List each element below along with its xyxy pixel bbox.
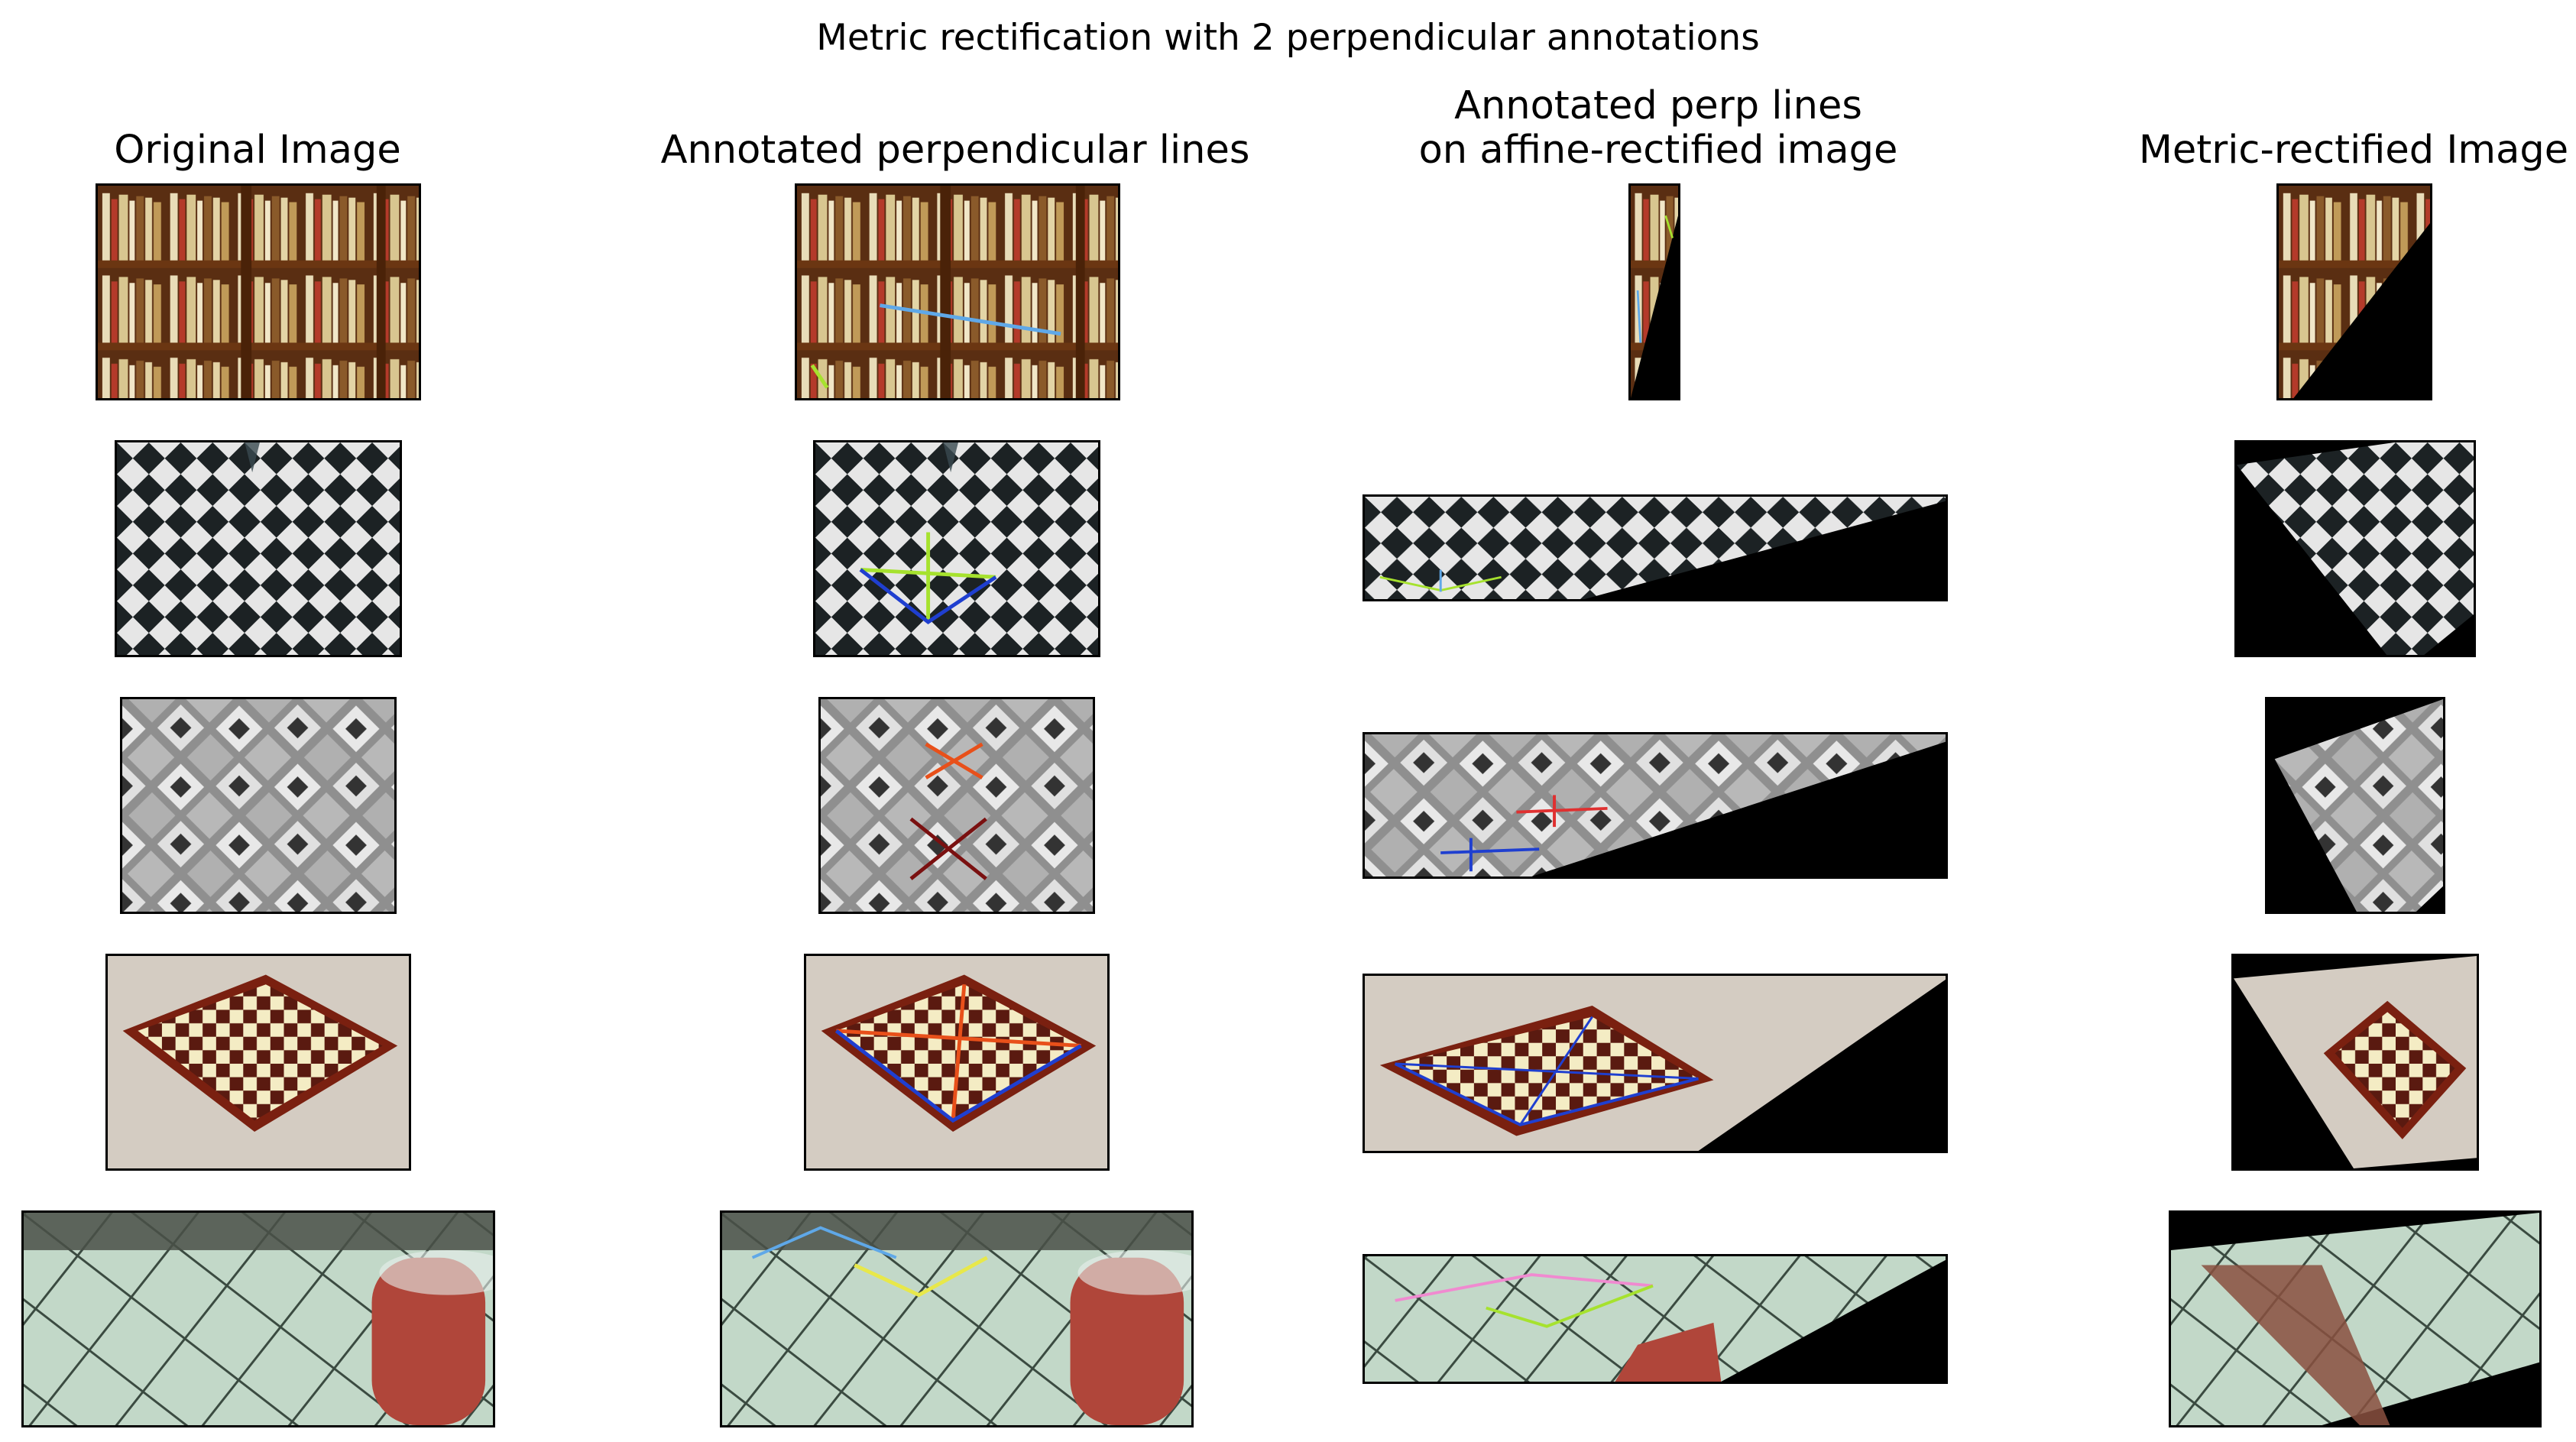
- figure-suptitle: Metric rectification with 2 perpendicula…: [816, 17, 1760, 59]
- panel-metric-diamond: [2265, 697, 2445, 914]
- panel-original-chessboard: [105, 954, 411, 1171]
- image-checkerboard-affine: [1365, 497, 1946, 599]
- panel-annotated-checkerboard: [813, 440, 1100, 657]
- annotation-line-blue: [880, 303, 1061, 336]
- panel-original-diamond-tiles: [120, 697, 397, 914]
- panel-metric-tile-table: [2169, 1210, 2542, 1427]
- image-chessboard-metric: [2234, 956, 2477, 1168]
- panel-affine-diamond: [1363, 732, 1948, 879]
- image-diamond-tile-floor: [122, 699, 394, 912]
- image-diamond-affine: [1365, 734, 1946, 877]
- image-tile-table-affine: [1365, 1256, 1946, 1382]
- panel-annotated-diamond: [818, 697, 1095, 914]
- panel-original-bookshelf: [96, 183, 421, 400]
- image-diamond-annotated: [821, 699, 1093, 912]
- panel-affine-chessboard: [1363, 974, 1948, 1153]
- annotation-line-orange-2: [951, 983, 967, 1121]
- annotation-line-orange-2: [925, 742, 983, 779]
- column-title-metric-rectified: Metric-rectified Image: [2138, 128, 2569, 173]
- column-title-annotated: Annotated perpendicular lines: [660, 128, 1250, 173]
- image-bookshelf-metric: [2279, 186, 2430, 398]
- image-checkerboard-metric: [2237, 442, 2474, 655]
- annotation-line-light-blue: [751, 1226, 897, 1259]
- annotation-line-darkred-2: [909, 817, 987, 880]
- image-tile-floor-with-table: [24, 1213, 493, 1425]
- image-chessboard: [108, 956, 409, 1168]
- panel-affine-tile-table: [1363, 1254, 1948, 1384]
- image-checkerboard-floor: [117, 442, 400, 655]
- image-tile-table-annotated: [722, 1213, 1191, 1425]
- image-bookshelf: [98, 186, 419, 398]
- panel-metric-chessboard: [2231, 954, 2479, 1171]
- panel-annotated-tile-table: [720, 1210, 1194, 1427]
- panel-metric-bookshelf: [2276, 183, 2432, 400]
- panel-affine-checkerboard: [1363, 494, 1948, 601]
- column-title-affine-annotated: Annotated perp lines on affine-rectified…: [1418, 83, 1898, 173]
- annotation-line-green: [810, 364, 829, 389]
- image-checkerboard-annotated: [815, 442, 1098, 655]
- image-chessboard-affine: [1365, 976, 1946, 1151]
- annotation-line-blue: [859, 568, 997, 624]
- image-diamond-metric: [2267, 699, 2443, 912]
- image-bookshelf-annotated: [797, 186, 1118, 398]
- panel-affine-bookshelf: [1628, 183, 1680, 400]
- annotation-line-yellow: [854, 1256, 988, 1298]
- annotation-line-blue: [834, 1029, 1082, 1123]
- image-bookshelf-affine: [1631, 186, 1678, 398]
- panel-annotated-chessboard: [804, 954, 1110, 1171]
- image-chessboard-annotated: [806, 956, 1107, 1168]
- panel-metric-checkerboard: [2234, 440, 2476, 657]
- panel-annotated-bookshelf: [795, 183, 1120, 400]
- column-title-original: Original Image: [114, 128, 401, 173]
- image-tile-table-metric: [2171, 1213, 2539, 1425]
- panel-original-tile-table: [21, 1210, 495, 1427]
- panel-original-checkerboard: [115, 440, 402, 657]
